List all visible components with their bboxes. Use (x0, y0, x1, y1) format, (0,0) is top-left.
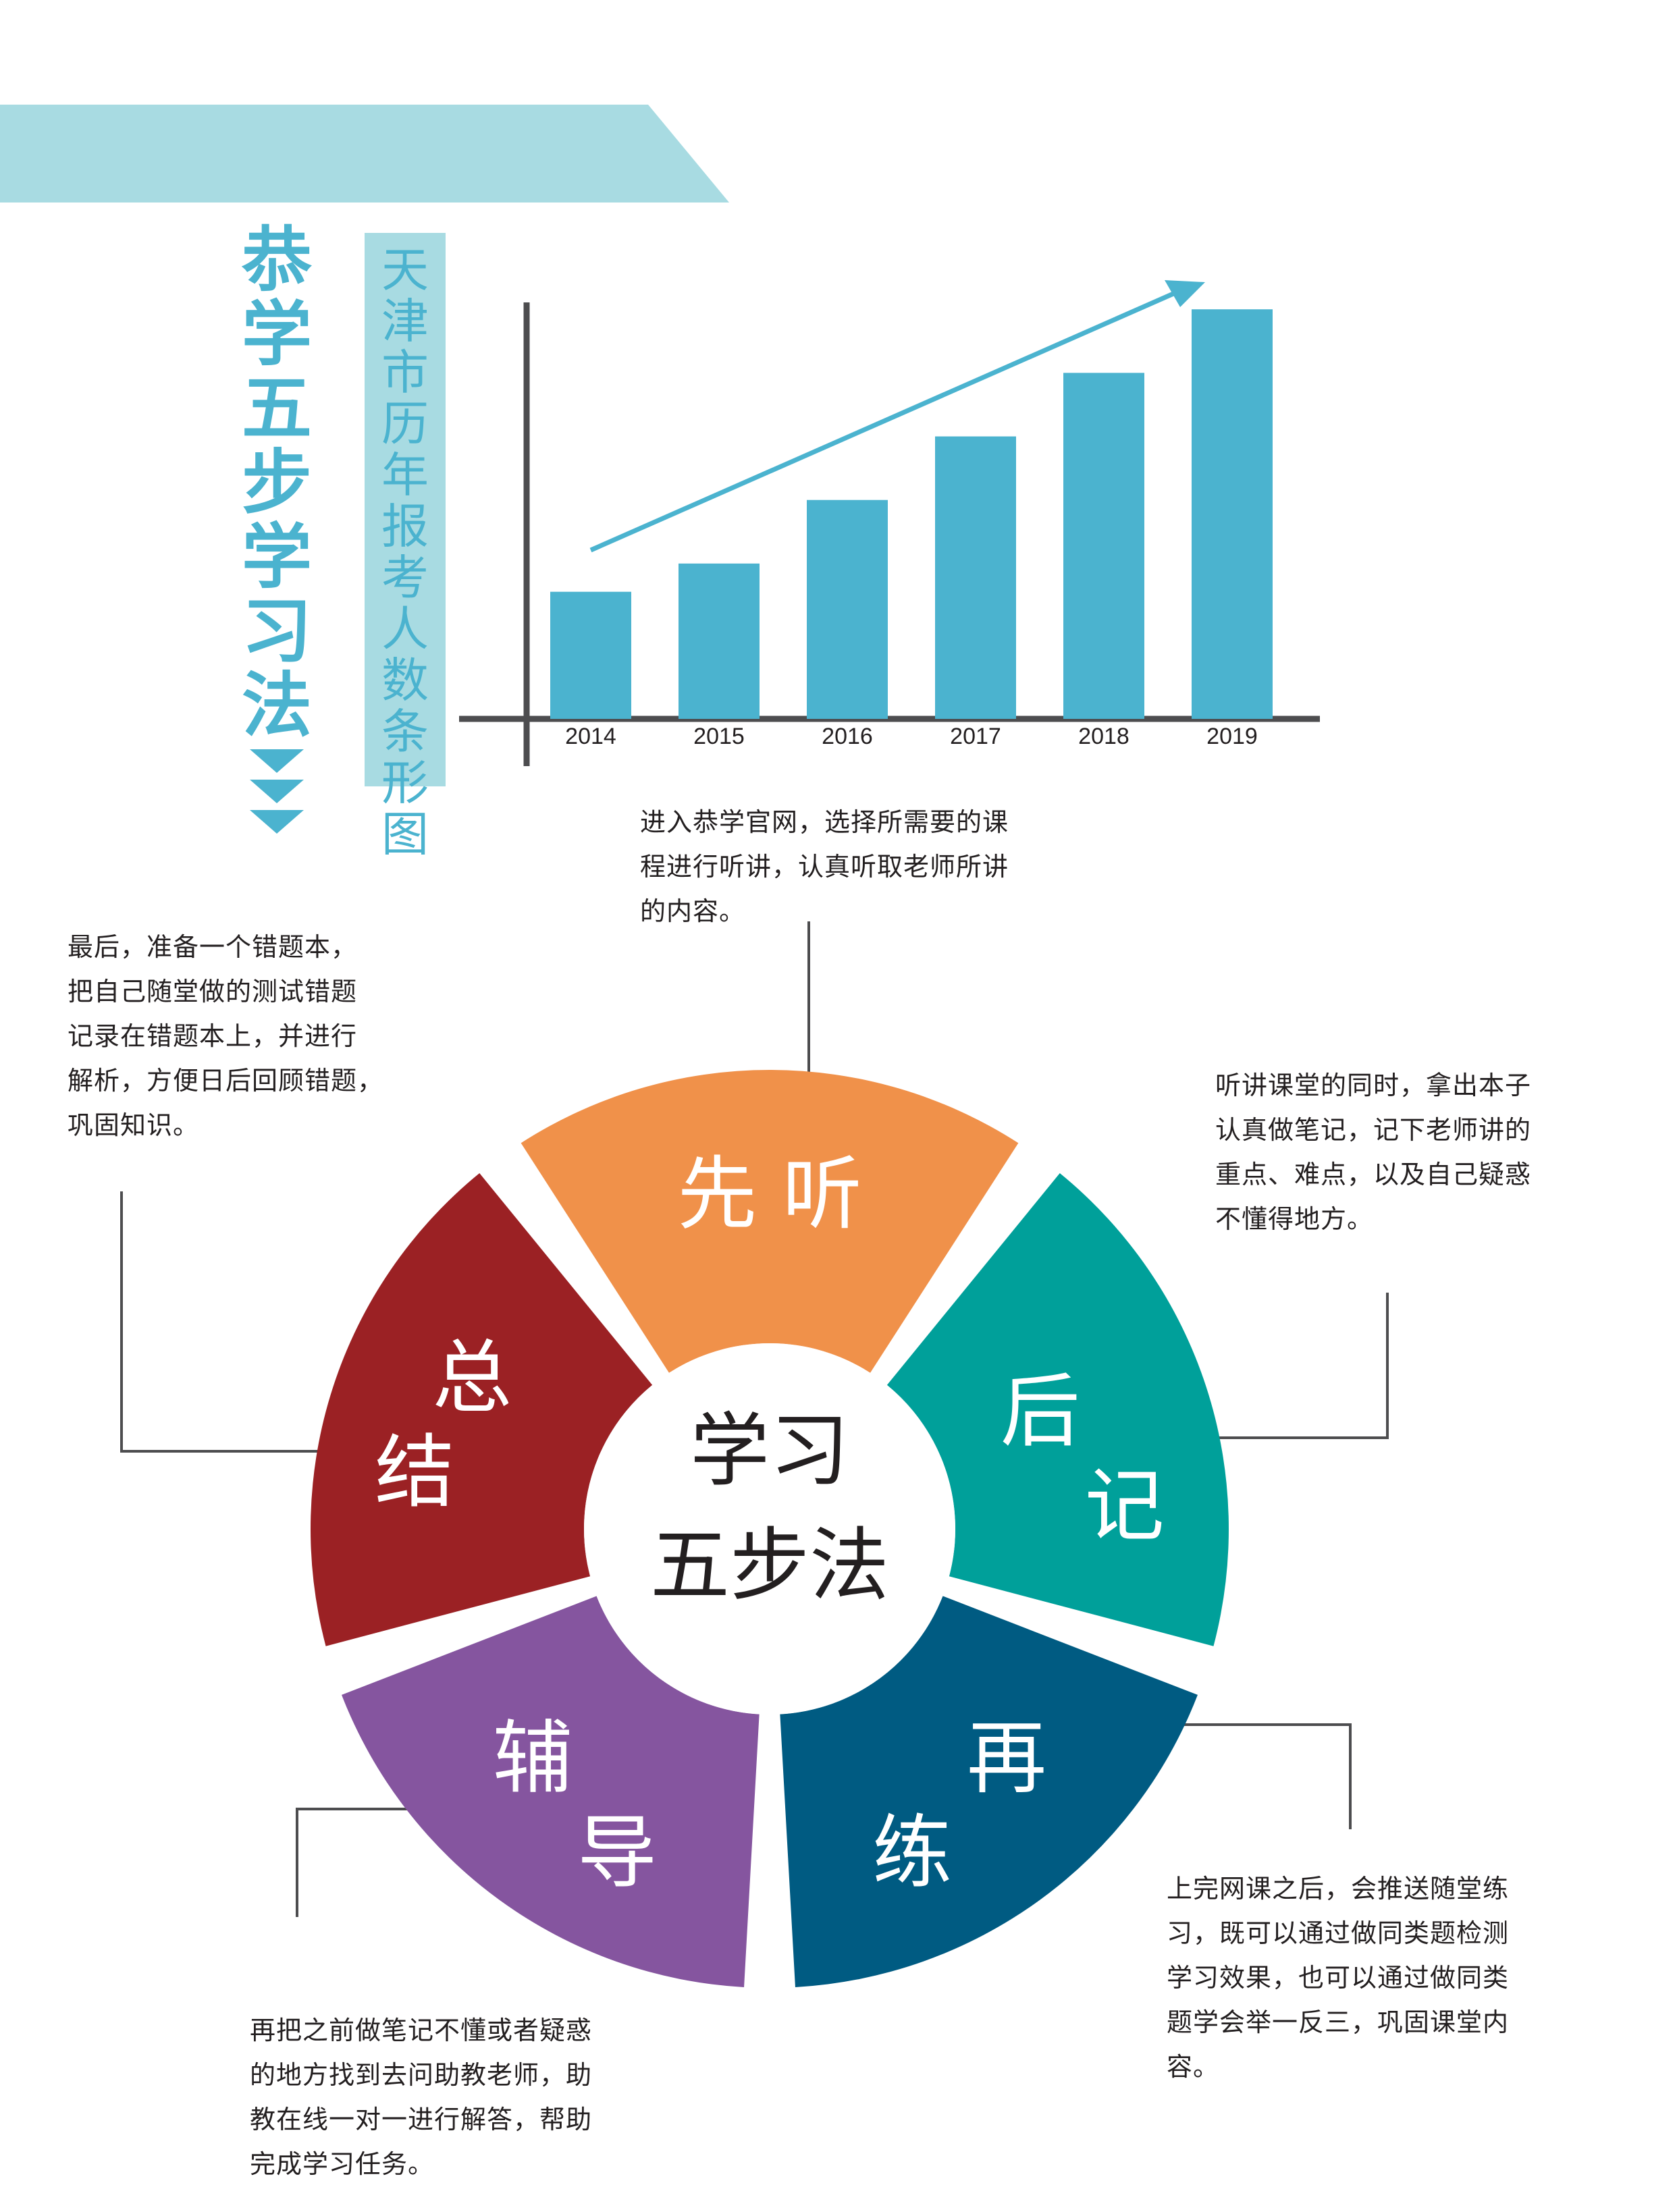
tick-label-2016: 2016 (822, 724, 873, 749)
tick-label-2019: 2019 (1206, 724, 1258, 749)
wheel-center-circle (584, 1343, 955, 1715)
segment-label-practice-1: 再 (967, 1711, 1046, 1804)
description-practice: 上完网课之后，会推送随堂练 习，既可以通过做同类题检测 学习效果，也可以通过做同… (1167, 1874, 1510, 2082)
main-title: 恭学五步学习法 (241, 219, 312, 747)
tick-label-2018: 2018 (1078, 724, 1129, 749)
segment-label-practice-2: 练 (872, 1806, 952, 1899)
segment-tutor (342, 1596, 760, 1987)
top-banner (0, 105, 729, 203)
bar-2015 (679, 563, 760, 719)
bar-2017 (935, 436, 1016, 719)
down-arrows-icon (250, 749, 304, 834)
chart-title-box (365, 233, 446, 786)
segment-practice (780, 1596, 1198, 1987)
segment-label-tutor-2: 导 (577, 1806, 657, 1899)
chart-tick-labels: 2014 2015 2016 2017 2018 2019 (565, 724, 1258, 749)
banner-shape (0, 105, 729, 203)
wheel-segments (311, 1069, 1229, 1987)
segment-listen (521, 1069, 1019, 1373)
segment-label-listen: 先 听 (677, 1148, 862, 1241)
leader-summary (120, 1191, 351, 1453)
center-text-line1: 学习 (690, 1404, 849, 1497)
bar-2018 (1063, 373, 1144, 719)
segment-label-notes-2: 记 (1085, 1459, 1165, 1553)
leader-notes (1188, 1293, 1389, 1439)
description-summary: 最后，准备一个错题本， 把自己随堂做的测试错题 记录在错题本上，并进行 解析，方… (68, 932, 384, 1140)
description-notes: 听讲课堂的同时，拿出本子 认真做笔记，记下老师讲的 重点、难点，以及自己疑惑 不… (1215, 1071, 1532, 1234)
leader-lines (120, 921, 1389, 1917)
segment-label-tutor-1: 辅 (493, 1711, 573, 1804)
center-text-line2: 五步法 (650, 1519, 889, 1612)
chart-title: 天津市历年报考人数条形图 (381, 242, 429, 862)
description-listen: 进入恭学官网，选择所需要的课 程进行听讲，认真听取老师所讲 的内容。 (640, 807, 1009, 926)
trend-arrow-shaft (589, 289, 1179, 553)
leader-practice (1124, 1723, 1352, 1829)
segment-notes (886, 1173, 1229, 1646)
tick-label-2017: 2017 (950, 724, 1001, 749)
chart-bars (550, 309, 1273, 719)
bar-2014 (550, 591, 631, 719)
bar-2019 (1192, 309, 1273, 719)
description-tutor: 再把之前做笔记不懂或者疑惑 的地方找到去问助教老师，助 教在线一对一进行解答，帮… (250, 2016, 593, 2179)
trend-arrow-icon (589, 280, 1205, 553)
segment-label-summary-1: 总 (432, 1331, 512, 1424)
bar-2016 (807, 500, 888, 719)
tick-label-2015: 2015 (693, 724, 745, 749)
trend-arrow-head (1165, 280, 1205, 307)
segment-label-summary-2: 结 (375, 1426, 454, 1519)
segment-summary (311, 1173, 653, 1646)
segment-label-notes-1: 后 (1001, 1365, 1080, 1458)
tick-label-2014: 2014 (565, 724, 616, 749)
